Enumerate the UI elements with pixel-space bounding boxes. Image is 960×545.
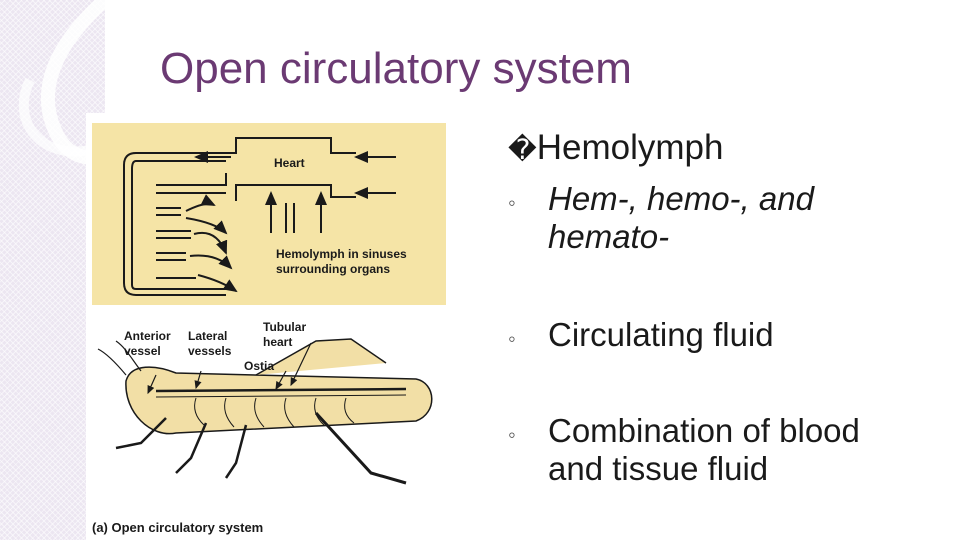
label-lateral-line1: Lateral	[188, 329, 227, 343]
bullet-hemolymph-text: Hemolymph	[537, 128, 724, 167]
sub-bullet-circulating: ◦ Circulating fluid	[508, 316, 774, 354]
sub-bullet-prefixes: ◦ Hem-, hemo-, and hemato-	[508, 180, 814, 256]
label-ostia: Ostia	[244, 359, 274, 373]
sub-bullet-circulating-text: Circulating fluid	[508, 316, 774, 354]
slide-title: Open circulatory system	[160, 44, 632, 94]
label-hemolymph-line2: surrounding organs	[276, 262, 390, 276]
label-tubular-line2: heart	[263, 335, 292, 349]
sub-bullet-marker: ◦	[508, 416, 516, 454]
label-hemolymph-line1: Hemolymph in sinuses	[276, 247, 407, 261]
bullet-hemolymph: �Hemolymph	[508, 128, 723, 168]
sub-bullet-marker: ◦	[508, 184, 516, 222]
sub-bullet-combination: ◦ Combination of blood and tissue fluid	[508, 412, 860, 488]
label-lateral-line2: vessels	[188, 344, 232, 358]
sub-bullet-combination-line1: Combination of blood	[508, 412, 860, 450]
label-anterior-line2: vessel	[124, 344, 161, 358]
sub-bullet-combination-line2: and tissue fluid	[508, 450, 860, 488]
diagram-svg: Heart Hemolymph in sinuses surrounding o…	[86, 113, 446, 540]
sub-bullet-marker: ◦	[508, 320, 516, 358]
circulatory-diagram: Heart Hemolymph in sinuses surrounding o…	[86, 113, 446, 540]
label-heart: Heart	[274, 156, 305, 170]
figure-caption: (a) Open circulatory system	[92, 520, 263, 535]
label-tubular-line1: Tubular	[263, 320, 306, 334]
label-anterior-line1: Anterior	[124, 329, 171, 343]
schematic-panel	[92, 123, 446, 305]
sub-bullet-prefixes-line2: hemato-	[508, 218, 814, 256]
sub-bullet-prefixes-line1: Hem-, hemo-, and	[508, 180, 814, 218]
bullet-marker: �	[508, 134, 537, 165]
